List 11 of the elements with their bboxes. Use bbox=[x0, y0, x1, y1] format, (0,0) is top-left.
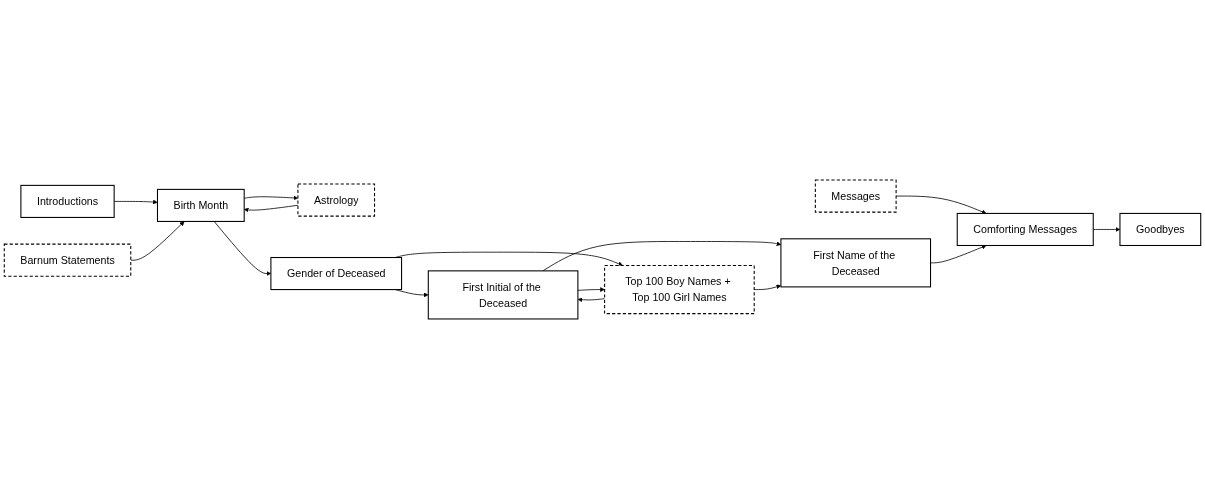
node-box: Birth Month bbox=[156, 188, 245, 222]
node-box: Messages bbox=[814, 179, 897, 213]
node-box: Introductions bbox=[20, 184, 115, 218]
node-box: Top 100 Boy Names + Top 100 Girl Names bbox=[604, 265, 755, 315]
node-box: Gender of Deceased bbox=[270, 256, 403, 291]
node-box: First Initial of the Deceased bbox=[427, 270, 579, 320]
node-box: Astrology bbox=[297, 183, 376, 217]
node-box: First Name of the Deceased bbox=[780, 238, 932, 288]
node-box: Barnum Statements bbox=[3, 243, 132, 277]
node-box: Comforting Messages bbox=[956, 212, 1094, 247]
node-box: Goodbyes bbox=[1119, 212, 1202, 247]
